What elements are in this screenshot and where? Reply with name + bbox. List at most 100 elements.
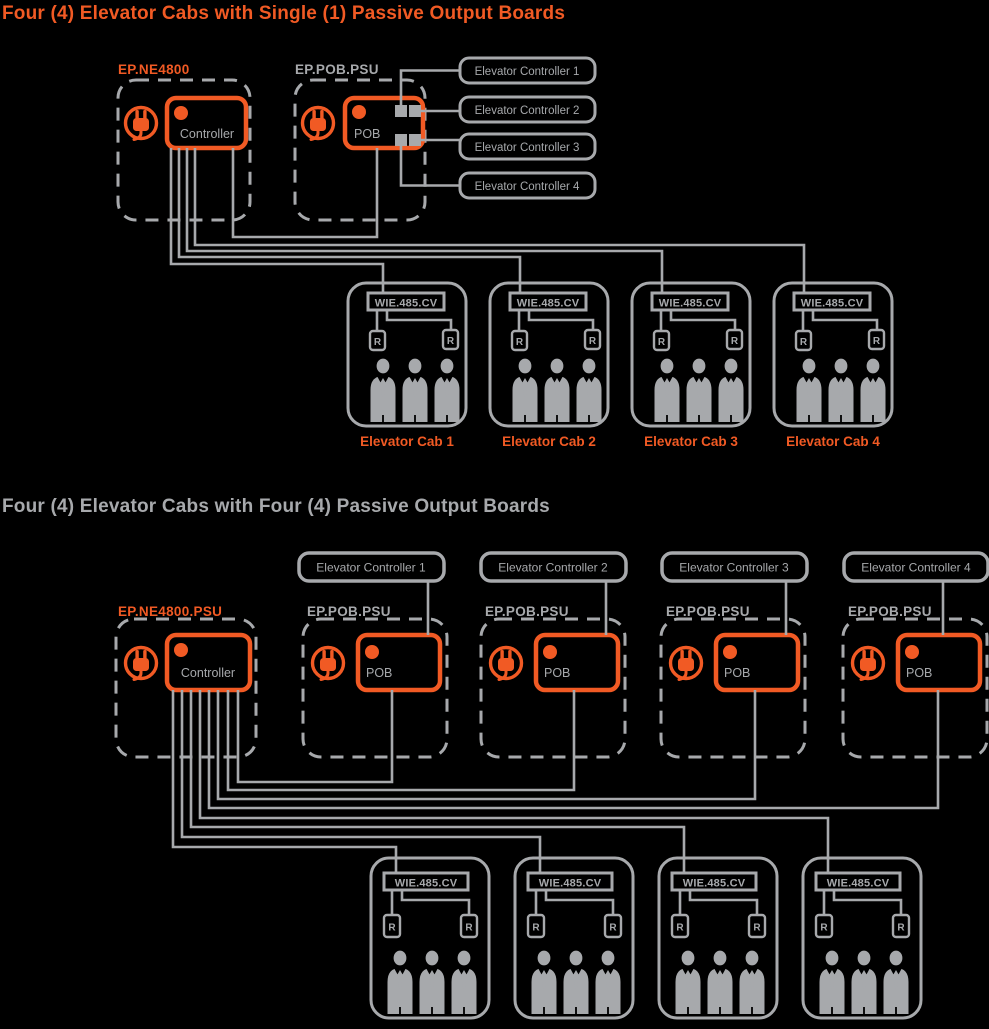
elevator-controller-3-label: Elevator Controller 3	[679, 561, 789, 575]
elevator-controller-2-box	[479, 551, 628, 583]
power-plug-icon	[123, 105, 159, 142]
wiegand-converter-label: WIE.485.CV	[395, 878, 458, 890]
reader-box	[510, 329, 529, 352]
pob-unit-label: EP.POB.PSU	[485, 604, 569, 619]
elevator-cab-1: WIE.485.CV R R	[369, 856, 491, 1020]
wire-controller-to-cab-1	[171, 690, 398, 873]
wire-controller-to-cab-4	[198, 690, 830, 873]
wiegand-converter-box	[382, 871, 470, 892]
wiegand-converter-label: WIE.485.CV	[659, 298, 722, 310]
controller-box	[164, 95, 249, 151]
elevator-controller-4-label: Elevator Controller 4	[475, 181, 580, 193]
person-icon	[686, 358, 712, 422]
reader-box	[747, 913, 767, 939]
person-icon	[434, 358, 460, 422]
pob-led	[543, 645, 557, 659]
person-icon	[796, 358, 822, 422]
pob-led	[723, 645, 737, 659]
wire-converter-to-readers	[822, 890, 903, 915]
wiegand-converter-box	[670, 871, 758, 892]
reader-label: R	[447, 336, 455, 347]
person-icon	[883, 950, 909, 1014]
pob-led	[365, 645, 379, 659]
wiegand-converter-label: WIE.485.CV	[801, 298, 864, 310]
pob-device-label: POB	[544, 666, 570, 680]
person-icon	[739, 950, 765, 1014]
wiegand-converter-box	[526, 871, 614, 892]
elevator-controller-3-box	[660, 551, 809, 583]
pob-unit-label: EP.POB.PSU	[295, 62, 379, 77]
pob-unit-label: EP.POB.PSU	[848, 604, 932, 619]
controller-led	[174, 106, 188, 120]
pob-output-terminal	[409, 105, 421, 117]
person-icon	[563, 950, 589, 1014]
reader-box	[670, 913, 690, 939]
wiegand-converter-label: WIE.485.CV	[517, 298, 580, 310]
diagram2-title: Four (4) Elevator Cabs with Four (4) Pas…	[2, 496, 550, 517]
person-icon	[595, 950, 621, 1014]
elevator-controller-1-label: Elevator Controller 1	[316, 561, 426, 575]
reader-label: R	[532, 923, 540, 934]
pob-box	[355, 632, 443, 693]
person-icon	[451, 950, 477, 1014]
reader-label: R	[465, 923, 473, 934]
wire-controller-to-cab-4	[193, 148, 806, 293]
wire-converter-to-readers	[659, 310, 737, 331]
reader-box	[867, 328, 886, 351]
elevator-cab-box	[346, 281, 468, 428]
elevator-cab-4: WIE.485.CV R R	[801, 856, 923, 1020]
wire-controller-to-pob	[231, 148, 379, 239]
wire-converter-to-readers	[517, 310, 595, 331]
pob-box	[342, 95, 426, 151]
elevator-cab-1: WIE.485.CV R R Elevator Cab 1	[346, 281, 468, 449]
reader-box	[441, 328, 460, 351]
power-plug-icon	[668, 645, 704, 682]
pob-output-terminal	[409, 134, 421, 146]
wiegand-converter-box	[366, 291, 446, 312]
power-plug-icon	[300, 105, 336, 142]
elevator-controller-2-label: Elevator Controller 2	[475, 105, 580, 117]
elevator-cab-box	[630, 281, 752, 428]
pob-box	[713, 632, 801, 693]
pob-enclosure-box	[293, 78, 427, 222]
pob-output-terminal	[395, 134, 407, 146]
reader-box	[652, 329, 671, 352]
elevator-cab-3: WIE.485.CV R R	[657, 856, 779, 1020]
person-icon	[860, 358, 886, 422]
elevator-controller-3-label: Elevator Controller 3	[475, 142, 580, 154]
person-icon	[370, 358, 396, 422]
elevator-cab-label: Elevator Cab 1	[360, 434, 454, 449]
wire-converter-to-readers	[390, 890, 471, 915]
person-icon	[402, 358, 428, 422]
pob-device-label: POB	[366, 666, 392, 680]
wire-controller-to-pob-2	[226, 690, 576, 792]
person-icon	[512, 358, 538, 422]
wire-converter-to-readers	[801, 310, 879, 331]
reader-label: R	[658, 337, 666, 348]
pob-enclosure-box	[301, 617, 449, 759]
pob-device-label: POB	[354, 127, 380, 141]
person-icon	[851, 950, 877, 1014]
wire-converter-to-readers	[678, 890, 759, 915]
elevator-controller-4-label: Elevator Controller 4	[861, 561, 971, 575]
wire-controller-to-pob-1	[236, 690, 394, 784]
elevator-cab-box	[488, 281, 610, 428]
pob-unit-label: EP.POB.PSU	[666, 604, 750, 619]
pob-enclosure-box	[841, 617, 989, 759]
person-icon	[718, 358, 744, 422]
reader-label: R	[676, 923, 684, 934]
pob-led	[905, 645, 919, 659]
pob-enclosure-box	[479, 617, 627, 759]
diagram2: Four (4) Elevator Cabs with Four (4) Pas…	[2, 496, 989, 1020]
pob-box	[895, 632, 983, 693]
elevator-cab-3: WIE.485.CV R R Elevator Cab 3	[630, 281, 752, 449]
controller-enclosure-box	[116, 78, 252, 222]
elevator-controller-1-box	[297, 551, 446, 583]
elevator-controller-3-box	[458, 132, 597, 161]
wiegand-converter-box	[792, 291, 872, 312]
elevator-cab-box	[513, 856, 635, 1020]
wiegand-converter-box	[650, 291, 730, 312]
reader-box	[526, 913, 546, 939]
wire-controller-to-cab-3	[189, 690, 686, 873]
pob-output-terminal	[395, 105, 407, 117]
